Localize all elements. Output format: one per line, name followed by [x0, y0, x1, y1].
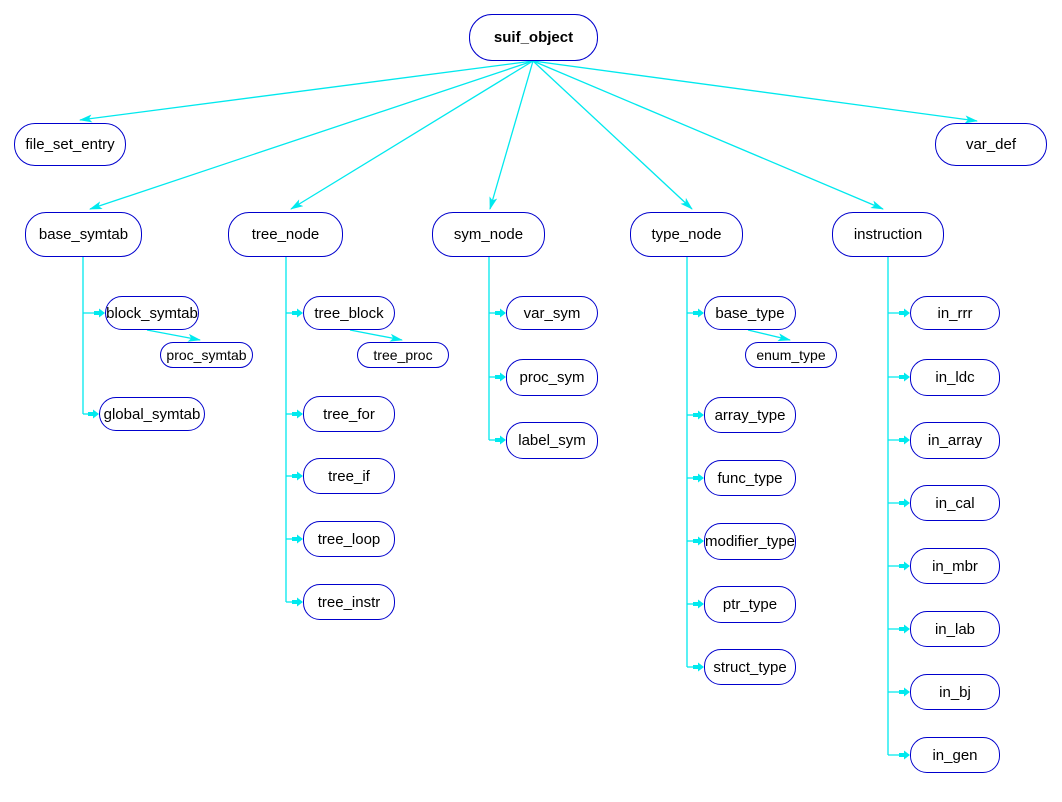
- node-in-ldc[interactable]: in_ldc: [910, 359, 1000, 396]
- node-in-gen[interactable]: in_gen: [910, 737, 1000, 773]
- node-tree-for[interactable]: tree_for: [303, 396, 395, 432]
- edge-suif-object-to-base-symtab: [89, 60, 534, 210]
- node-block-symtab[interactable]: block_symtab: [105, 296, 199, 330]
- node-var-sym[interactable]: var_sym: [506, 296, 598, 330]
- node-type-node[interactable]: type_node: [630, 212, 743, 257]
- node-ptr-type[interactable]: ptr_type: [704, 586, 796, 623]
- node-tree-node[interactable]: tree_node: [228, 212, 343, 257]
- node-proc-symtab[interactable]: proc_symtab: [160, 342, 253, 368]
- edge-suif-object-to-file-set-entry: [79, 60, 534, 123]
- edge-suif-object-to-type-node: [532, 60, 693, 210]
- node-file-set-entry[interactable]: file_set_entry: [14, 123, 126, 166]
- edge-base-type-to-enum-type: [747, 329, 791, 342]
- node-in-lab[interactable]: in_lab: [910, 611, 1000, 647]
- node-in-array[interactable]: in_array: [910, 422, 1000, 459]
- node-var-def[interactable]: var_def: [935, 123, 1047, 166]
- node-base-symtab[interactable]: base_symtab: [25, 212, 142, 257]
- node-func-type[interactable]: func_type: [704, 460, 796, 496]
- node-tree-block[interactable]: tree_block: [303, 296, 395, 330]
- node-in-cal[interactable]: in_cal: [910, 485, 1000, 521]
- node-array-type[interactable]: array_type: [704, 397, 796, 433]
- node-global-symtab[interactable]: global_symtab: [99, 397, 205, 431]
- edge-suif-object-to-tree-node: [290, 60, 534, 210]
- edge-suif-object-to-var-def: [532, 60, 978, 124]
- node-base-type[interactable]: base_type: [704, 296, 796, 330]
- node-label-sym[interactable]: label_sym: [506, 422, 598, 459]
- node-struct-type[interactable]: struct_type: [704, 649, 796, 685]
- node-proc-sym[interactable]: proc_sym: [506, 359, 598, 396]
- node-tree-if[interactable]: tree_if: [303, 458, 395, 494]
- edge-tree-block-to-tree-proc: [349, 329, 403, 342]
- node-tree-loop[interactable]: tree_loop: [303, 521, 395, 557]
- node-enum-type[interactable]: enum_type: [745, 342, 837, 368]
- node-tree-instr[interactable]: tree_instr: [303, 584, 395, 620]
- node-in-mbr[interactable]: in_mbr: [910, 548, 1000, 584]
- node-modifier-type[interactable]: modifier_type: [704, 523, 796, 560]
- node-in-bj[interactable]: in_bj: [910, 674, 1000, 710]
- node-sym-node[interactable]: sym_node: [432, 212, 545, 257]
- edge-block-symtab-to-proc-symtab: [146, 329, 201, 342]
- node-tree-proc[interactable]: tree_proc: [357, 342, 449, 368]
- edge-suif-object-to-sym-node: [489, 60, 534, 210]
- node-suif-object[interactable]: suif_object: [469, 14, 598, 61]
- edge-suif-object-to-instruction: [532, 60, 884, 210]
- node-instruction[interactable]: instruction: [832, 212, 944, 257]
- node-in-rrr[interactable]: in_rrr: [910, 296, 1000, 330]
